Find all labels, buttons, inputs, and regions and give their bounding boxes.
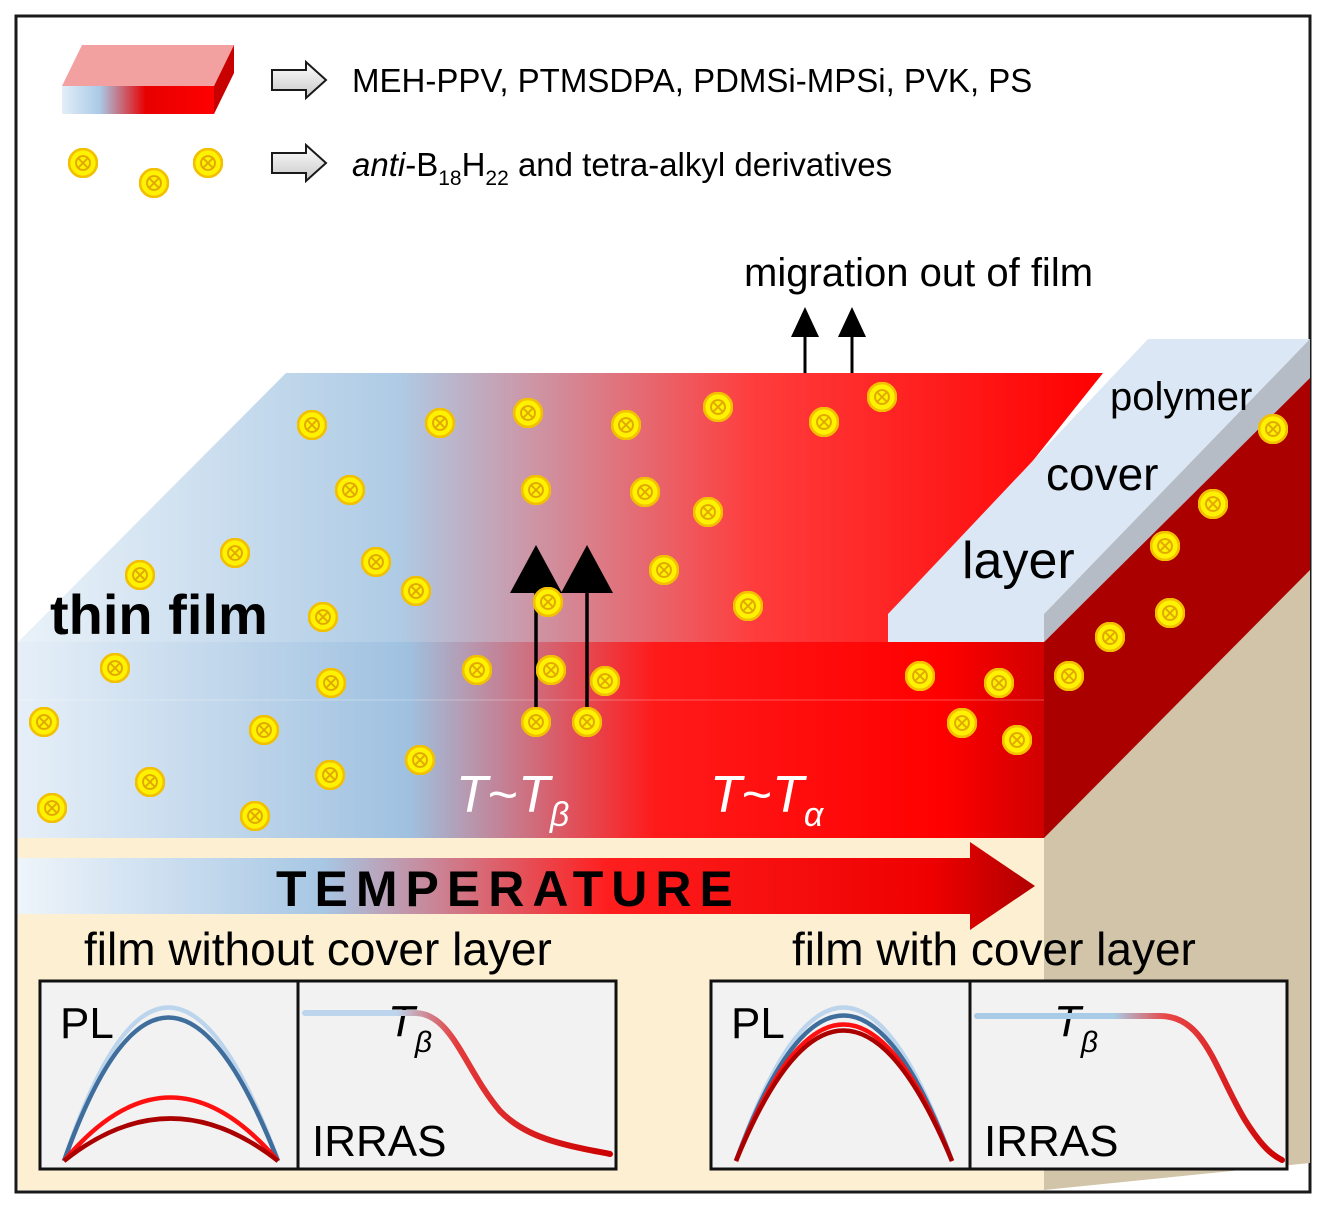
pl-curve-mid [61, 1015, 281, 1162]
pl-curve-hottest-r [733, 1028, 955, 1162]
irras-label-left: IRRAS [312, 1117, 446, 1166]
dopant-molecule [905, 661, 935, 691]
dopant-molecule [590, 666, 620, 696]
legend-block-side [214, 45, 234, 114]
legend-arrow-2 [271, 142, 328, 184]
dopant-molecule [425, 408, 455, 438]
dopant-molecule [361, 547, 391, 577]
dopant-molecule [1095, 622, 1125, 652]
thin-film-top [18, 373, 1103, 642]
inset-without-cover: PL Tβ IRRAS [38, 979, 618, 1171]
legend-arrow-1 [271, 59, 328, 101]
thin-film-label: thin film [50, 583, 268, 646]
dopant-molecule [947, 708, 977, 738]
dopant-molecule [733, 591, 763, 621]
dopant-molecule [867, 382, 897, 412]
cover-layer-front [888, 614, 1044, 642]
dopant-molecule [1150, 531, 1180, 561]
legend-block-top [62, 45, 234, 86]
tbeta-right: Tβ [1054, 997, 1098, 1059]
dopant-molecule [611, 410, 641, 440]
legend-dopant: anti-B18H22 and tetra-alkyl derivatives [352, 146, 892, 190]
temperature-arrow [18, 842, 1035, 930]
dopant-molecule [462, 655, 492, 685]
diffusion-arrows [510, 545, 613, 722]
pl-label-left: PL [60, 999, 114, 1048]
legend: MEH-PPV, PTMSDPA, PDMSi-MPSi, PVK, PS an… [62, 45, 1032, 190]
dopant-molecule [135, 767, 165, 797]
inset-with-cover: PL Tβ IRRAS [709, 979, 1289, 1171]
dopant-molecule [315, 760, 345, 790]
t-alpha-label: T~Tα [710, 766, 825, 834]
tbeta-left: Tβ [388, 997, 432, 1059]
dopant-molecule [630, 477, 660, 507]
dopant-molecule [649, 555, 679, 585]
dopant-molecule [240, 801, 270, 831]
dopant-molecule [521, 707, 551, 737]
irras-curve-right [974, 1013, 1285, 1163]
pl-curve-hot [62, 1095, 280, 1163]
dopant-molecule [297, 410, 327, 440]
dopant-molecule [521, 475, 551, 505]
irras-label-right: IRRAS [984, 1117, 1118, 1166]
dopant-molecule [1002, 725, 1032, 755]
dopant-molecule [335, 475, 365, 505]
dopant-molecule [405, 745, 435, 775]
cover-layer-top [888, 339, 1310, 614]
dopant-molecule [316, 668, 346, 698]
dopant-molecule [536, 655, 566, 685]
temperature-label: TEMPERATURE [276, 861, 741, 917]
t-beta-label: T~Tβ [456, 766, 569, 834]
dopant-molecule [220, 538, 250, 568]
dopant-molecule [572, 707, 602, 737]
dopant-molecule [308, 602, 338, 632]
right-inset-title: film with cover layer [792, 923, 1196, 975]
dopant-molecule [37, 793, 67, 823]
legend-polymers: MEH-PPV, PTMSDPA, PDMSi-MPSi, PVK, PS [352, 62, 1032, 99]
dopant-molecule [809, 407, 839, 437]
dopant-molecule [401, 576, 431, 606]
cover-label-cover: cover [1046, 448, 1158, 500]
dopant-molecule [29, 707, 59, 737]
legend-block-front [62, 86, 214, 114]
dopant-molecule [693, 497, 723, 527]
dopant-molecule [513, 398, 543, 428]
dopant-molecule [100, 653, 130, 683]
migration-label: migration out of film [744, 251, 1093, 295]
irras-curve-left [302, 1010, 613, 1157]
dopant-molecule [1155, 598, 1185, 628]
dopant-molecule [249, 715, 279, 745]
cover-layer-side [1044, 339, 1310, 642]
cover-label-layer: layer [962, 532, 1075, 590]
dopant-molecule [703, 392, 733, 422]
dopant-molecule [1198, 489, 1228, 519]
dopant-molecule [984, 668, 1014, 698]
dopant-molecule [1054, 661, 1084, 691]
cover-label-polymer: polymer [1110, 375, 1252, 419]
dopant-molecule [533, 587, 563, 617]
dopant-molecule [1258, 414, 1288, 444]
migration-arrows [791, 307, 866, 373]
pl-label-right: PL [731, 999, 785, 1048]
pl-curve-hottest [62, 1116, 280, 1163]
thin-film-front [18, 642, 1044, 838]
left-inset-title: film without cover layer [84, 923, 552, 975]
